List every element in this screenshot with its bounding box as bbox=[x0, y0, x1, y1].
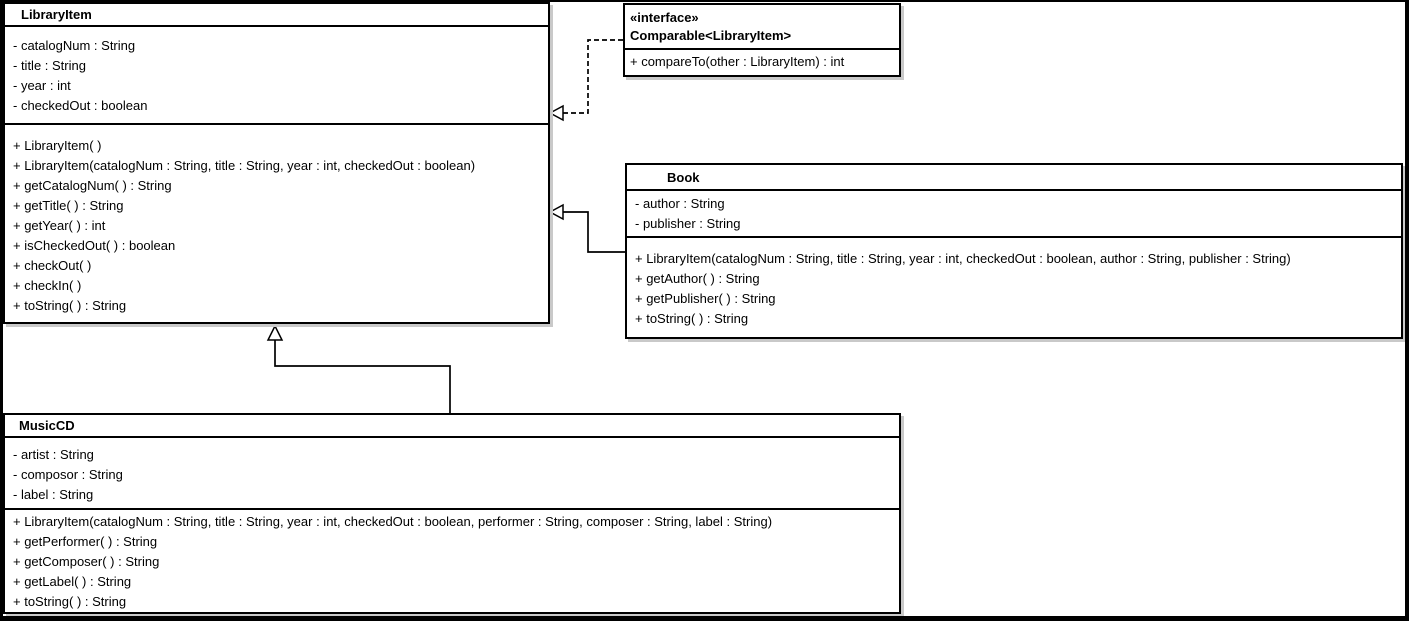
method-line: + compareTo(other : LibraryItem) : int bbox=[630, 54, 845, 69]
methods-compartment: + compareTo(other : LibraryItem) : int bbox=[625, 50, 899, 75]
class-box-libraryitem[interactable]: LibraryItem - catalogNum : String - titl… bbox=[3, 2, 550, 324]
attribute-line: - catalogNum : String bbox=[13, 38, 136, 53]
generalization-connector-book bbox=[563, 211, 625, 253]
method-line: + getCatalogNum( ) : String bbox=[13, 178, 172, 193]
class-name: Book bbox=[667, 169, 700, 185]
attributes-compartment: - catalogNum : String - title : String -… bbox=[5, 27, 548, 125]
attribute-line: - checkedOut : boolean bbox=[13, 98, 148, 113]
attribute-line: - author : String bbox=[635, 196, 725, 211]
method-line: + LibraryItem(catalogNum : String, title… bbox=[13, 514, 773, 529]
attribute-line: - artist : String bbox=[13, 447, 94, 462]
attribute-line: - composor : String bbox=[13, 467, 123, 482]
method-line: + checkIn( ) bbox=[13, 278, 82, 293]
method-line: + getLabel( ) : String bbox=[13, 574, 132, 589]
method-line: + toString( ) : String bbox=[635, 311, 749, 326]
method-line: + getAuthor( ) : String bbox=[635, 271, 760, 286]
realization-connector bbox=[563, 39, 623, 114]
generalization-connector-musiccd bbox=[274, 339, 451, 413]
method-line: + checkOut( ) bbox=[13, 258, 92, 273]
method-line: + getTitle( ) : String bbox=[13, 198, 124, 213]
attribute-line: - publisher : String bbox=[635, 216, 741, 231]
method-line: + LibraryItem( ) bbox=[13, 138, 102, 153]
method-line: + toString( ) : String bbox=[13, 594, 127, 609]
methods-compartment: + LibraryItem(catalogNum : String, title… bbox=[627, 238, 1401, 337]
class-title: LibraryItem bbox=[5, 4, 548, 27]
interface-name: Comparable<LibraryItem> bbox=[630, 27, 792, 43]
hollow-triangle-arrowhead bbox=[266, 324, 284, 341]
attributes-compartment: - author : String - publisher : String bbox=[627, 191, 1401, 238]
method-line: + toString( ) : String bbox=[13, 298, 127, 313]
connector-layer bbox=[266, 39, 625, 413]
class-title: Book bbox=[627, 165, 1401, 191]
methods-compartment: + LibraryItem( ) + LibraryItem(catalogNu… bbox=[5, 125, 548, 322]
method-line: + isCheckedOut( ) : boolean bbox=[13, 238, 176, 253]
method-line: + getPublisher( ) : String bbox=[635, 291, 776, 306]
class-name: MusicCD bbox=[19, 418, 75, 433]
attribute-line: - year : int bbox=[13, 78, 71, 93]
attribute-line: - title : String bbox=[13, 58, 86, 73]
hollow-triangle-arrowhead bbox=[548, 104, 564, 122]
interface-box-comparable[interactable]: «interface» Comparable<LibraryItem> + co… bbox=[623, 3, 901, 77]
method-line: + getYear( ) : int bbox=[13, 218, 106, 233]
class-title: MusicCD bbox=[5, 415, 899, 438]
methods-compartment: + LibraryItem(catalogNum : String, title… bbox=[5, 510, 899, 610]
method-line: + getComposer( ) : String bbox=[13, 554, 160, 569]
method-line: + getPerformer( ) : String bbox=[13, 534, 158, 549]
interface-stereotype: «interface» bbox=[630, 9, 699, 25]
class-name: LibraryItem bbox=[21, 7, 92, 22]
interface-title: «interface» Comparable<LibraryItem> bbox=[625, 5, 899, 50]
method-line: + LibraryItem(catalogNum : String, title… bbox=[13, 158, 476, 173]
attributes-compartment: - artist : String - composor : String - … bbox=[5, 438, 899, 510]
class-box-book[interactable]: Book - author : String - publisher : Str… bbox=[625, 163, 1403, 339]
class-box-musiccd[interactable]: MusicCD - artist : String - composor : S… bbox=[3, 413, 901, 614]
hollow-triangle-arrowhead bbox=[548, 203, 564, 221]
method-line: + LibraryItem(catalogNum : String, title… bbox=[635, 251, 1291, 266]
attribute-line: - label : String bbox=[13, 487, 94, 502]
